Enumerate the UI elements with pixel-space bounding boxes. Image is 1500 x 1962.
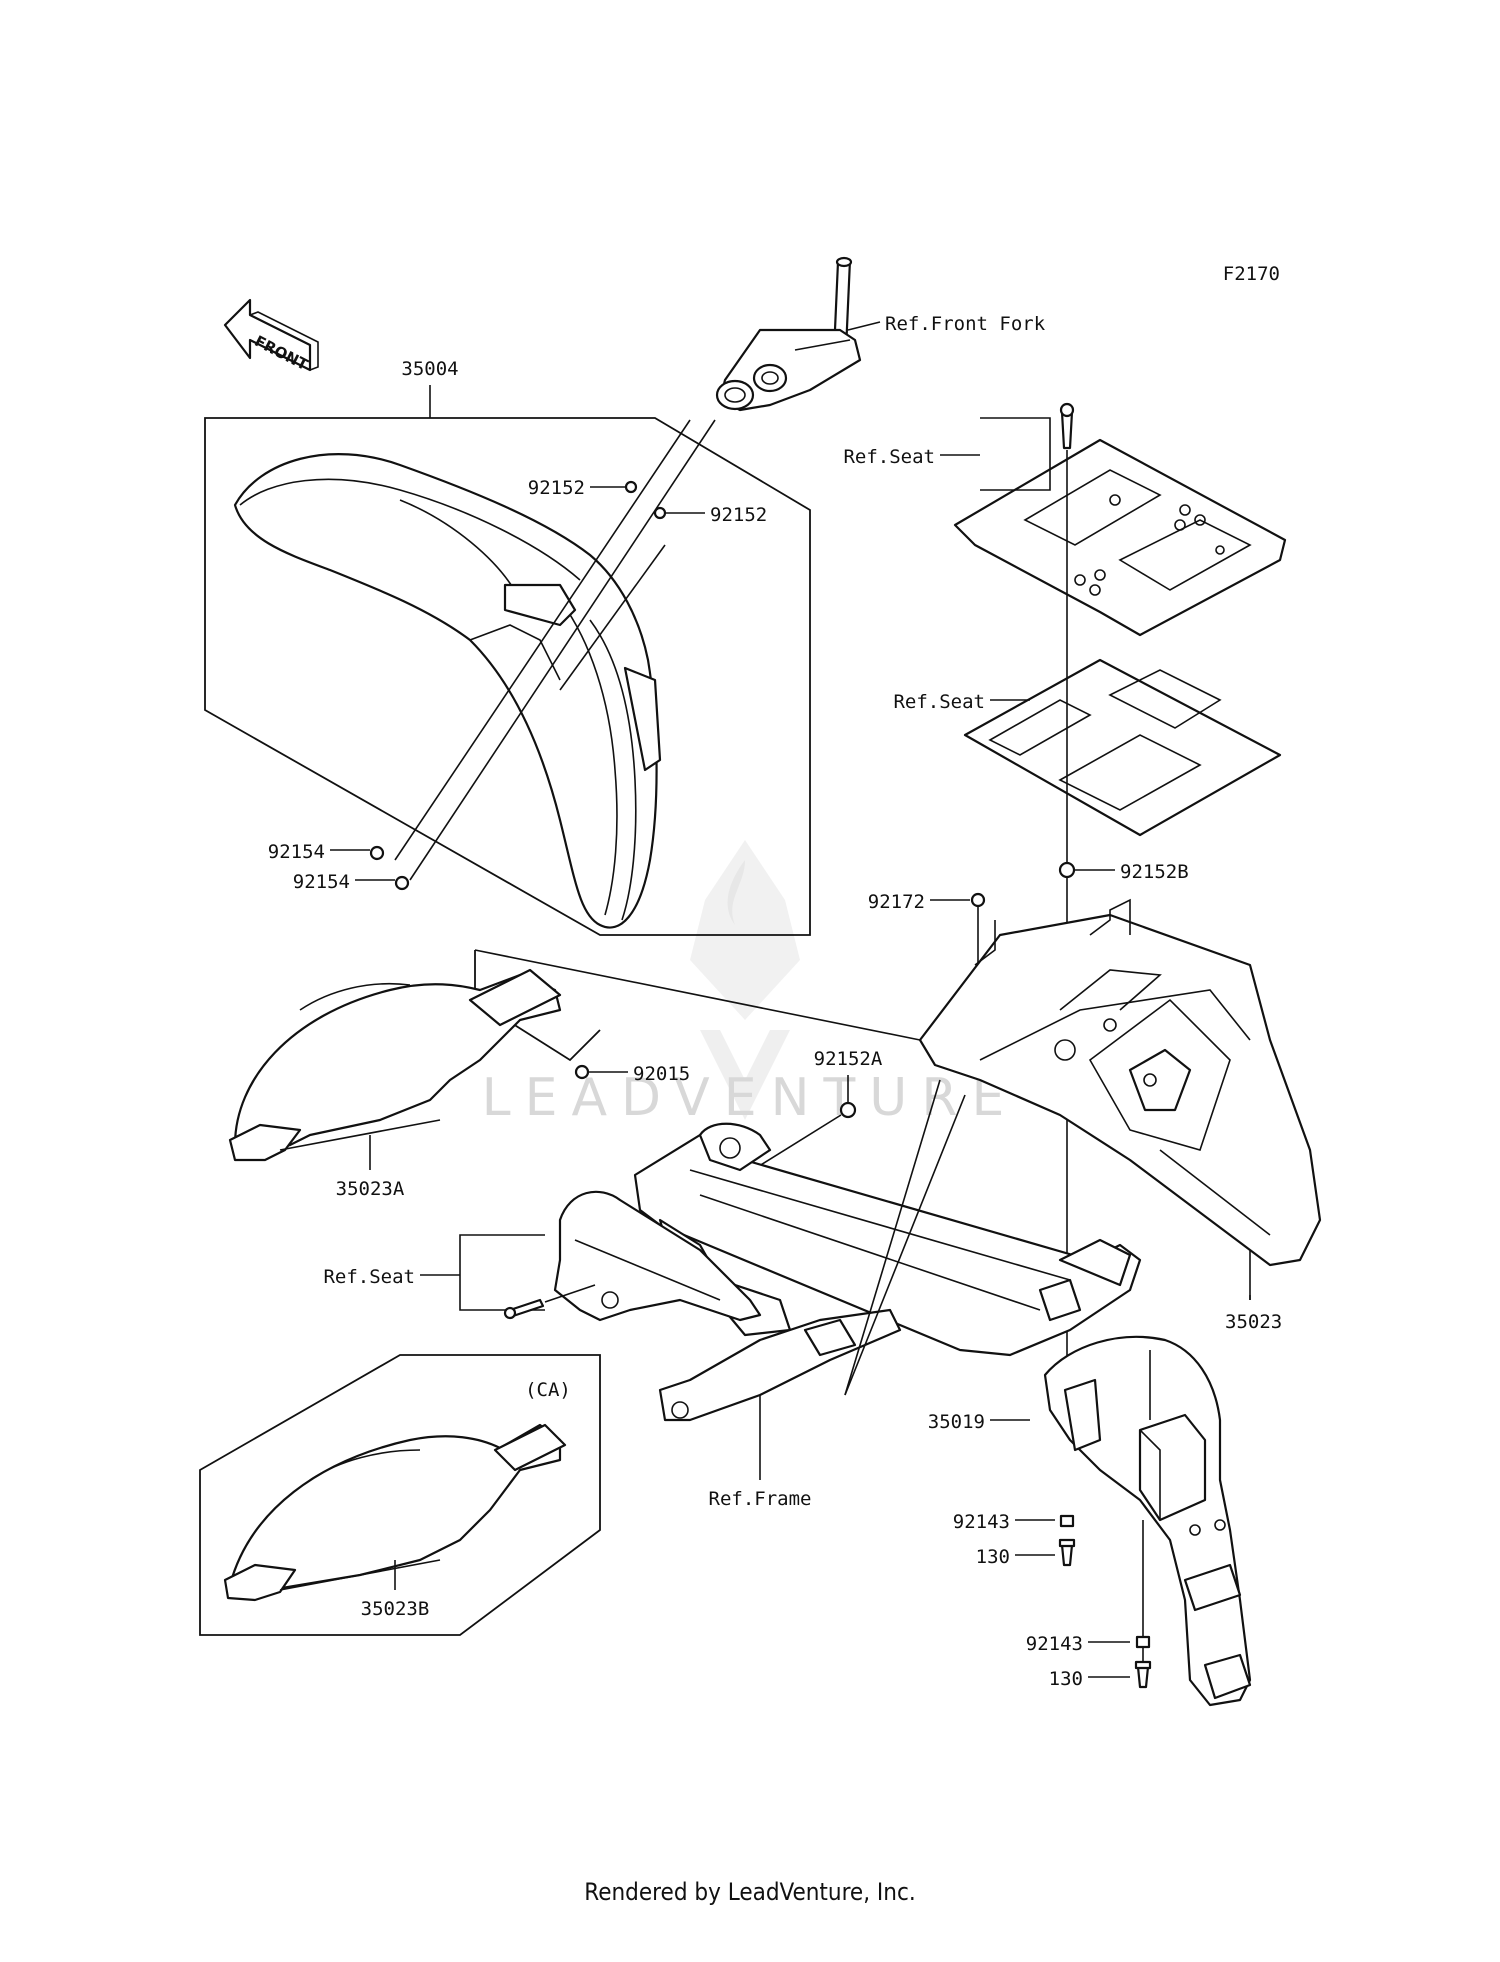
label-92154-b: 92154 [293,871,350,893]
front-fender-group: 35004 [204,358,811,936]
label-92152A: 92152A [814,1048,883,1070]
footer-credit: Rendered by LeadVenture, Inc. [584,1878,915,1906]
part-92015 [574,1064,590,1080]
label-35019: 35019 [928,1411,985,1433]
label-130-a: 130 [976,1546,1010,1568]
label-92015: 92015 [633,1063,690,1085]
part-92152-b [653,506,667,520]
rear-fender-inner-35023A [228,950,601,1162]
label-92143-a: 92143 [953,1511,1010,1533]
label-35023: 35023 [1225,1311,1282,1333]
watermark-text: LEADVENTURE [482,1068,1019,1128]
seat-support-bracket [553,1190,762,1322]
label-92143-b: 92143 [1026,1633,1083,1655]
part-92143-a [1059,1514,1075,1528]
bolt-seat-top [1059,402,1075,450]
part-92152B [1058,861,1076,879]
front-fork-stem [715,256,862,412]
part-130-a [1058,1538,1076,1567]
label-92152-b: 92152 [710,504,767,526]
part-92154-b [394,875,410,891]
label-35023B: 35023B [361,1598,430,1620]
part-92152-a [624,480,638,494]
seat-pan-lower [963,658,1282,837]
part-92154-a [369,845,385,861]
label-92152B: 92152B [1120,861,1189,883]
part-92152A [839,1101,857,1119]
diagram-code: F2170 [1223,263,1280,285]
rear-frame [633,1122,1142,1422]
label-ref-front-fork: Ref.Front Fork [885,313,1046,335]
part-130-b [1134,1660,1152,1689]
part-92143-b [1135,1635,1151,1649]
label-ca: (CA) [525,1379,571,1401]
label-92172: 92172 [868,891,925,913]
rear-fender-35023 [918,913,1322,1267]
label-ref-seat-mid: Ref.Seat [893,691,985,713]
label-92152-a: 92152 [528,477,585,499]
bolt-seat-low [503,1298,545,1320]
label-ref-seat-low: Ref.Seat [323,1266,415,1288]
label-ref-seat-top: Ref.Seat [843,446,935,468]
label-ref-frame: Ref.Frame [709,1488,812,1510]
seat-pan-upper [953,438,1287,637]
label-35023A: 35023A [336,1178,405,1200]
mudguard-35019 [1043,1335,1252,1707]
ca-variant-group: (CA) 35023B [199,1354,601,1636]
label-92154-a: 92154 [268,841,325,863]
label-35004: 35004 [401,358,458,380]
label-130-b: 130 [1049,1668,1083,1690]
front-arrow-icon: FRONT [223,298,319,374]
watermark-logo [690,840,800,1120]
